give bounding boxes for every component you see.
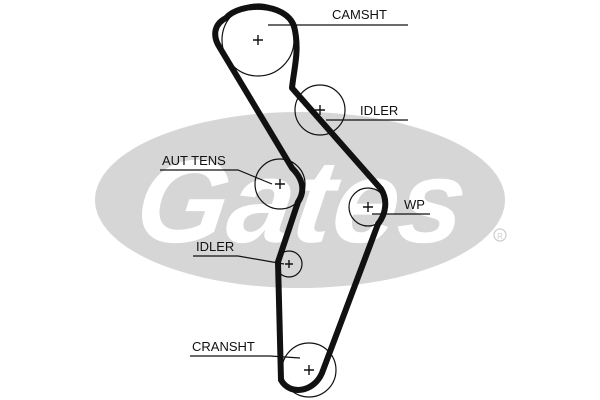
leader-idler-lower: [193, 255, 285, 265]
auto-tensioner-pulley: [254, 158, 306, 210]
camshaft-pulley: [221, 3, 295, 77]
idler-upper-pulley: [294, 84, 346, 136]
label-camsht: CAMSHT: [332, 7, 387, 22]
leader-cransht: [190, 355, 301, 359]
label-idler-upper: IDLER: [360, 103, 398, 118]
label-idler-lower: IDLER: [196, 239, 234, 254]
leader-lines: [160, 24, 430, 359]
registered-mark-icon: R: [493, 228, 507, 242]
crankshaft-pulley: [281, 342, 337, 398]
water-pump-pulley: [348, 187, 388, 227]
timing-belt: [212, 3, 389, 393]
leader-aut-tens: [160, 169, 273, 185]
label-aut-tens: AUT TENS: [162, 153, 226, 168]
watermark-brand-text: Gates: [128, 137, 474, 268]
label-wp: WP: [404, 197, 425, 212]
idler-lower-pulley: [275, 250, 303, 278]
label-cransht: CRANSHT: [192, 339, 255, 354]
svg-text:R: R: [497, 232, 503, 241]
